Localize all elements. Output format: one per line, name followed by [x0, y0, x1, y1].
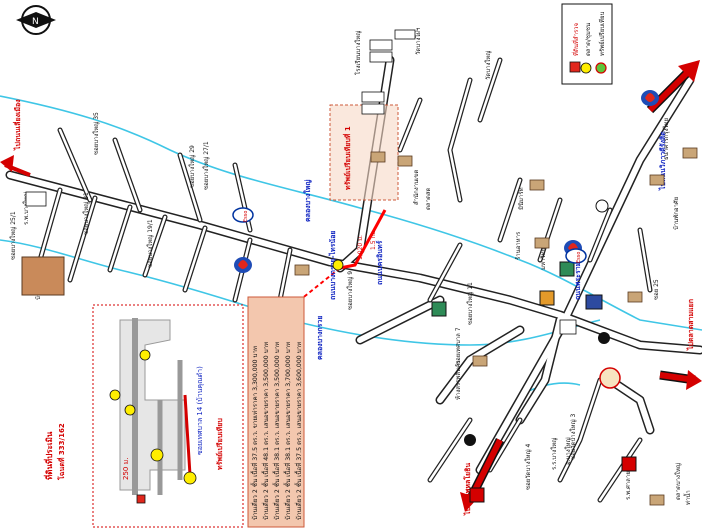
bank-icon — [431, 301, 447, 317]
road-network — [5, 55, 702, 503]
canal-north — [0, 95, 702, 331]
m-logo-icon — [469, 487, 485, 503]
arrow-label-right: ไปตลาดสามแยก — [686, 299, 695, 351]
legend-label-1: ที่ดินที่สำรวจ — [572, 23, 580, 56]
soi-label-7: ซอยเทศบาล 7 — [455, 327, 462, 365]
survey-deed: โฉนดที่ 333/162 — [56, 423, 66, 481]
yellow-circle-icon — [580, 62, 592, 74]
place-label-14: บ้านพักอาศัย — [673, 197, 680, 230]
price-row-4: บ้านเดี่ยว 2 ชั้น เนื้อที่ 38.1 ตร.ว. เส… — [283, 342, 292, 520]
arrow-up-left-icon: ไปถนนเลี่ยงเมือง — [0, 99, 31, 177]
esso-text-2: Esso — [576, 252, 582, 263]
junction-marker-icon — [332, 259, 344, 271]
ptt-logo-icon — [234, 90, 659, 273]
road-label-side: ถนนพระราม 5 — [574, 254, 582, 300]
canal-label-2: คลองบางกรวย — [316, 316, 324, 360]
compare-marker-2[interactable] — [109, 389, 121, 401]
canal-label-1: คลองบางใหญ่ — [303, 180, 312, 222]
compare-area-top — [329, 104, 399, 201]
place-label-5: มินิมาร์ท — [517, 187, 525, 210]
store-icon — [539, 290, 555, 306]
compare-label-top: ทรัพย์เปรียบเทียบที่ 1 — [342, 126, 352, 190]
landmark-icons: Esso Esso — [21, 29, 698, 506]
price-row-1: บ้านเดี่ยว 2 ชั้น เนื้อที่ 37.5 ตร.ว. ขา… — [250, 346, 259, 520]
soi-label-25b: ซอย 25 — [653, 279, 660, 300]
soi-label-3: ซอยวัดบางใหญ่ 3 — [569, 414, 577, 460]
compare-marker-4[interactable] — [150, 448, 164, 462]
arrow-label-top-right: ไปถนนวิภาวดีรังสิต — [658, 131, 667, 191]
compare-label-bottom: ทรัพย์เปรียบเทียบ — [215, 418, 224, 470]
soi-label-9: ซอยบางใหญ่ 9 — [346, 271, 354, 310]
legend-label-2: ตลาด/ชุมชน — [585, 23, 592, 56]
place-label-13: ท่าน้ำ — [682, 490, 692, 505]
road-label-main-1: ถนนบางกรวย-ไทรน้อย — [328, 230, 337, 300]
survey-distance: 250 ม. — [122, 458, 130, 480]
place-label-11: อ.บางใหญ่ — [564, 437, 572, 465]
place-label-1: วัดบางไผ่ฯ — [414, 28, 422, 55]
place-label-15: วัดบางใหญ่ — [484, 51, 492, 80]
road-label-main-2: ถนนนครอินทร์ — [375, 240, 384, 285]
place-label-4: ร.พ.บางใหญ่ — [22, 192, 30, 225]
price-row-5: บ้านเดี่ยว 2 ชั้น เนื้อที่ 37.5 ตร.ว. เส… — [294, 342, 303, 520]
shop-sign-icon — [585, 294, 603, 310]
legend: ที่ดินที่สำรวจ ตลาด/ชุมชน ทรัพย์เปรียบเท… — [561, 3, 613, 85]
place-label-16: ร.พ.ศาลายา — [625, 468, 632, 500]
soi-label-29: ซอยบางใหญ่ 29 — [188, 145, 196, 188]
price-box: บ้านเดี่ยว 2 ชั้น เนื้อที่ 37.5 ตร.ว. ขา… — [247, 296, 305, 528]
green-red-circle-icon — [595, 62, 607, 74]
place-label-17: ตลาดบางใหญ่ — [674, 463, 682, 500]
place-label-2: โรงเรียนบางใหญ่ — [354, 31, 362, 75]
price-row-2: บ้านเดี่ยว 2 ชั้น เนื้อที่ 48.1 ตร.ว. เส… — [261, 342, 270, 520]
compare-marker-1[interactable] — [139, 349, 151, 361]
place-label-10: ร.ร.บางใหญ่ — [550, 438, 558, 470]
arrow-label-bottom: ไปถนนพหลโยธิน — [463, 463, 472, 516]
soi-label-27: ซอยบางใหญ่ 27/1 — [202, 141, 210, 190]
clock-icon — [595, 199, 609, 213]
soi-label-11: ซอยบางใหญ่ 11 — [466, 282, 474, 325]
arrow-label-left: ไปถนนเลี่ยงเมือง — [12, 99, 22, 151]
compare-marker-5[interactable] — [183, 471, 197, 485]
survey-soi: ซอยเทศบาล 14 (บ้านคุณดำ) — [196, 366, 204, 455]
soi-label-19: ซอยบางใหญ่ 19/1 — [146, 219, 154, 268]
place-label-9: สำนักงานเขต — [413, 170, 420, 205]
house-icon — [294, 147, 698, 506]
esso-logo-icon: Esso Esso — [232, 207, 587, 264]
route-distance-2: 1.5 กม. — [370, 229, 377, 250]
road-labels: ถนนบางกรวย-ไทรน้อย ถนนนครอินทร์ คลองบางใ… — [9, 112, 660, 490]
compass-icon: N — [16, 5, 56, 35]
building-icon — [25, 29, 577, 335]
route-distance-1: 1,020 ม. — [357, 235, 364, 260]
place-label-12: ธนาคารกรุงไทย — [662, 118, 670, 160]
shell-icon — [464, 332, 610, 446]
legend-label-3: ทรัพย์เปรียบเทียบ — [598, 11, 606, 56]
flag-icon — [621, 456, 637, 472]
arrow-right-icon: ไปตลาดสามแยก — [659, 299, 702, 390]
soi-label-4: ซอยวัดบางใหญ่ 4 — [524, 444, 532, 490]
temple-photo-icon — [21, 256, 65, 296]
survey-title: ที่ดินที่ประเมิน — [43, 431, 54, 480]
survey-area: ที่ดินที่ประเมิน โฉนดที่ 333/162 250 ม. … — [43, 126, 377, 528]
survey-plot-icon — [136, 494, 146, 504]
place-label-18: มหาวิทยาลัย — [540, 237, 547, 270]
bank-icon-2 — [559, 261, 575, 277]
soi-label-31: ซอยบางใหญ่ 31 — [82, 192, 90, 235]
red-square-icon — [569, 61, 581, 73]
place-label-8: ห้างสรรพสินค้า — [455, 361, 462, 400]
seal-icon — [599, 367, 621, 389]
compass-letter: N — [32, 17, 39, 27]
soi-label-25: ซอยบางใหญ่ 25/1 — [9, 211, 17, 260]
place-label-7: ร้านอาหาร — [515, 231, 522, 260]
survey-route — [299, 104, 399, 301]
price-row-3: บ้านเดี่ยว 2 ชั้น เนื้อที่ 38.1 ตร.ว. เส… — [272, 342, 281, 520]
esso-text-1: Esso — [243, 211, 249, 222]
place-label-6: ตลาดสด — [425, 187, 432, 210]
soi-label-35: ซอยบางใหญ่ 35 — [92, 112, 100, 155]
compare-marker-3[interactable] — [124, 404, 136, 416]
